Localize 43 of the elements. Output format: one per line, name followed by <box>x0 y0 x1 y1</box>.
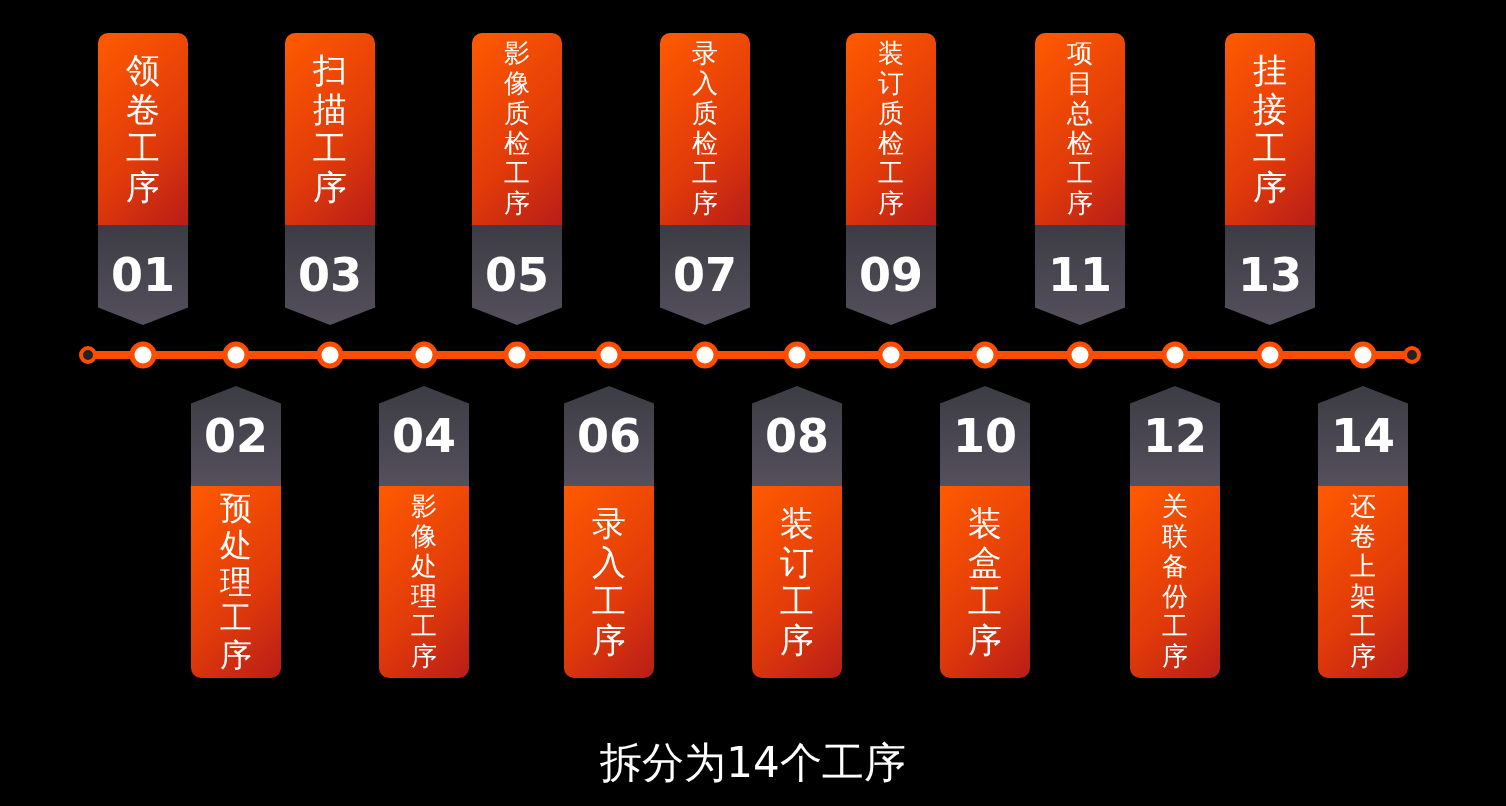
process-name: 装盒工序 <box>968 503 1002 661</box>
step-number: 10 <box>953 409 1017 463</box>
process-card <box>1130 386 1220 678</box>
process-name: 装订质检工序 <box>878 39 904 219</box>
process-name: 装订工序 <box>780 503 814 661</box>
step-number: 14 <box>1331 409 1395 463</box>
step-number: 04 <box>392 409 456 463</box>
process-card <box>379 386 469 678</box>
process-name: 关联备份工序 <box>1162 492 1188 672</box>
process-name: 录入质检工序 <box>692 39 718 219</box>
step-number: 11 <box>1048 248 1112 302</box>
step-number: 01 <box>111 248 175 302</box>
process-card <box>846 33 936 325</box>
process-card <box>660 33 750 325</box>
step-number: 06 <box>577 409 641 463</box>
process-name: 录入工序 <box>592 503 626 661</box>
process-card <box>564 386 654 678</box>
process-card <box>940 386 1030 678</box>
process-name: 影像质检工序 <box>504 39 530 219</box>
step-number: 07 <box>673 248 737 302</box>
process-name: 项目总检工序 <box>1067 39 1093 219</box>
process-name: 领卷工序 <box>126 50 160 208</box>
step-number: 05 <box>485 248 549 302</box>
process-name: 影像处理工序 <box>411 492 437 672</box>
process-card <box>472 33 562 325</box>
process-card <box>1225 33 1315 325</box>
step-number: 03 <box>298 248 362 302</box>
process-name: 扫描工序 <box>313 50 347 208</box>
step-number: 02 <box>204 409 268 463</box>
step-number: 08 <box>765 409 829 463</box>
process-card <box>98 33 188 325</box>
process-card <box>1318 386 1408 678</box>
caption: 拆分为14个工序 <box>600 738 906 787</box>
step-number: 09 <box>859 248 923 302</box>
process-card <box>191 386 281 678</box>
step-number: 12 <box>1143 409 1207 463</box>
process-card <box>285 33 375 325</box>
process-card <box>752 386 842 678</box>
process-name: 挂接工序 <box>1253 50 1287 208</box>
process-name: 还卷上架工序 <box>1350 492 1376 672</box>
process-card <box>1035 33 1125 325</box>
process-name: 预处理工序 <box>220 490 252 674</box>
step-number: 13 <box>1238 248 1302 302</box>
